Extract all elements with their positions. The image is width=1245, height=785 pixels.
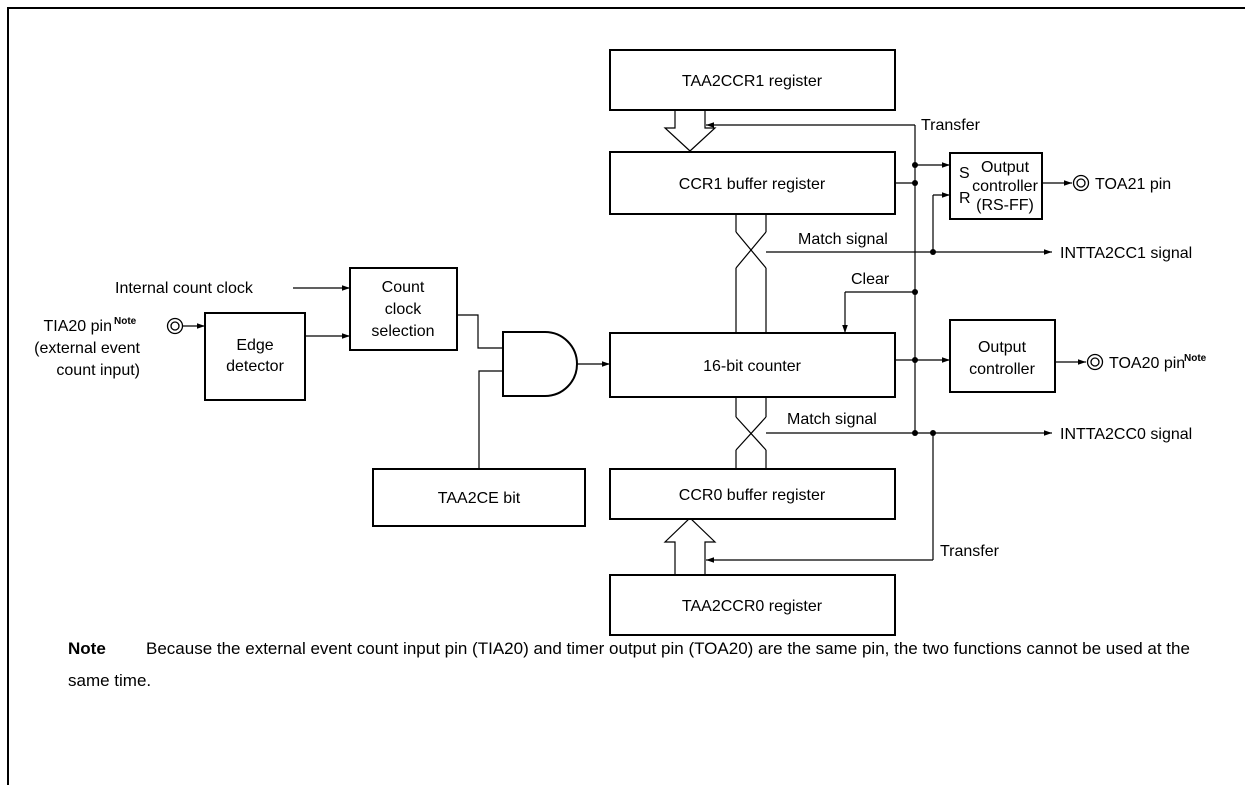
toa20-pin-label: TOA20 pin (1109, 355, 1185, 372)
intta2cc1-label: INTTA2CC1 signal (1060, 245, 1192, 262)
ccr0-register-label: TAA2CCR0 register (682, 598, 823, 615)
edge-detector-label-2: detector (226, 358, 284, 375)
junction-dot (912, 430, 918, 436)
note-label: Note (68, 639, 106, 658)
bus-crossing-ccr1 (735, 214, 767, 333)
transfer-bottom-wire (706, 433, 934, 563)
edge-detector-box (204, 312, 306, 401)
output-controller-box (949, 319, 1056, 393)
junction-dot (912, 162, 918, 168)
output-ctrl-rsff-label-1: Output (981, 159, 1030, 176)
toa20-pin-inner (1090, 357, 1100, 367)
ce-to-and-wire (478, 370, 503, 469)
intta2cc0-label: INTTA2CC0 signal (1060, 426, 1192, 443)
junction-dot (912, 180, 918, 186)
ccr0-register-box (609, 574, 896, 636)
tia20-note-sup: Note (114, 316, 137, 327)
output-controller-rsff-box (949, 152, 1043, 220)
tia20-pin-inner (170, 321, 180, 331)
s-input-label: S (959, 165, 970, 182)
ccr1-register-label: TAA2CCR1 register (682, 73, 823, 90)
internal-count-clock-label: Internal count clock (115, 280, 254, 297)
clear-label: Clear (851, 271, 890, 288)
transfer-bottom-label: Transfer (940, 543, 1000, 560)
edge-detector-label-1: Edge (236, 337, 273, 354)
output-ctrl-label-1: Output (978, 339, 1027, 356)
count-clock-label-3: selection (371, 323, 434, 340)
ce-bit-box (372, 468, 586, 527)
match-signal-1-wire (766, 192, 1052, 255)
count-clock-label-1: Count (382, 279, 425, 296)
ccr1-buffer-label: CCR1 buffer register (679, 176, 826, 193)
ccr0-buffer-box (609, 468, 896, 520)
and-gate (502, 331, 578, 397)
count-clock-selection-box (349, 267, 458, 351)
match-signal-1-label: Match signal (798, 231, 888, 248)
count-input-label: count input) (56, 362, 140, 379)
counter-box (609, 332, 896, 398)
output-ctrl-label-2: controller (969, 361, 1035, 378)
bus-crossing-ccr0 (735, 397, 767, 469)
bus-arrow-ccr0 (663, 517, 717, 576)
toa21-pin-label: TOA21 pin (1095, 176, 1171, 193)
ccr1-register-box (609, 49, 896, 111)
ccr1-buffer-box (609, 151, 896, 215)
ce-bit-label: TAA2CE bit (438, 490, 521, 507)
external-event-label: (external event (34, 340, 140, 357)
junction-dot (912, 357, 918, 363)
output-ctrl-rsff-label-2: controller (972, 178, 1038, 195)
toa20-note-sup: Note (1184, 353, 1207, 364)
r-input-label: R (959, 190, 971, 207)
ccr0-buffer-label: CCR0 buffer register (679, 487, 826, 504)
output-ctrl-rsff-label-3: (RS-FF) (976, 197, 1034, 214)
match-signal-0-label: Match signal (787, 411, 877, 428)
select-to-and-wire (457, 314, 503, 349)
bus-arrow-ccr1 (663, 109, 717, 152)
toa21-pin-inner (1076, 178, 1086, 188)
junction-dot (930, 249, 936, 255)
count-clock-label-2: clock (385, 301, 422, 318)
page-frame (7, 7, 1245, 785)
transfer-top-wire (706, 122, 916, 292)
note-text: Because the external event count input p… (68, 639, 1190, 690)
transfer-top-label: Transfer (921, 117, 981, 134)
tia20-pin-label: TIA20 pin (44, 318, 112, 335)
clear-wire (842, 291, 915, 333)
counter-label: 16-bit counter (703, 358, 802, 375)
